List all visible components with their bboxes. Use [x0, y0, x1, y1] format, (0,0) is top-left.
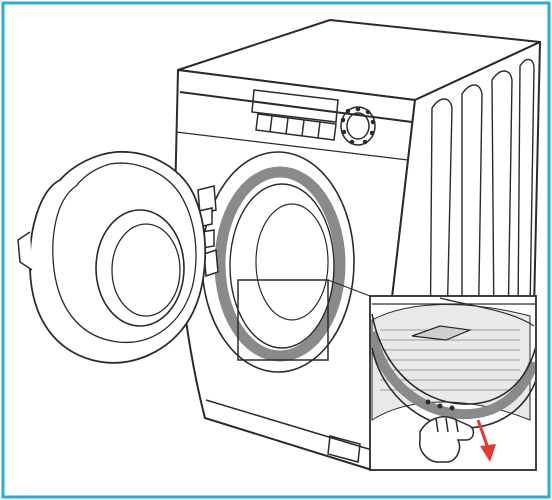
open-door [17, 151, 207, 364]
detail-inset [369, 295, 537, 471]
callout-connector [327, 279, 371, 297]
base-panel [205, 399, 373, 463]
program-dial-icon [340, 106, 376, 146]
hand-icon [418, 416, 475, 463]
control-panel [251, 89, 339, 141]
highlight-box [237, 279, 329, 361]
door-seal [214, 166, 346, 362]
drum-opening [201, 151, 355, 373]
pull-direction-arrow-icon [476, 419, 496, 462]
